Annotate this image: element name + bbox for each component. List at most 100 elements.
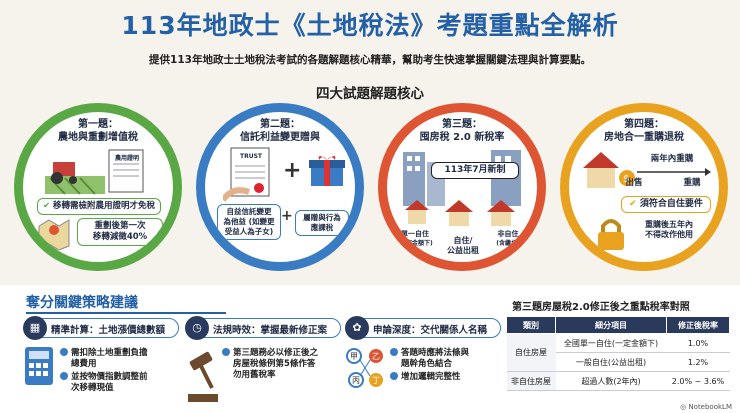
houses-buildings-icon xyxy=(403,150,521,226)
topic-circle-3: 第三題： 囤房稅 2.0 新稅率 113年7月新制 單一自住 (一定金額下) 自… xyxy=(378,103,546,271)
padlock-icon xyxy=(598,219,624,250)
strategy-card-3-bullet-1: 答題時應將法條與 題幹角色結合 xyxy=(390,348,469,370)
label-non-self-use-line2: (含繼承) xyxy=(496,240,520,247)
strategy-card-1-bullet-1: 需扣除土地重劃負擔 總費用 xyxy=(60,348,148,370)
calculator-illustration-icon xyxy=(25,347,53,385)
svg-text:$: $ xyxy=(623,174,629,185)
strategy-card-2-bullet-1-text-b: 房屋稅條例第5條作答 xyxy=(233,359,316,369)
strategy-card-3-header: ✿ 申論深度：交代關係人名稱 xyxy=(345,316,501,340)
topic-circle-1: 第一題： 農地與重劃增值稅 農用證明 ✔ 移轉需檢附農用證明才免稅 重劃後第一次… xyxy=(14,103,182,271)
topic-1-note-reduction: 重劃後第一次 移轉減徵40% xyxy=(77,218,163,246)
notebooklm-logo: ◎ NotebookLM xyxy=(680,403,732,411)
rate-table-cell-category: 非自住房屋 xyxy=(506,371,556,391)
rate-table-cell-item: 超過人數(2年內) xyxy=(555,371,667,391)
rate-table-header-category: 類別 xyxy=(506,316,556,334)
check-icon: ✔ xyxy=(629,199,637,209)
topic-2-title-line1: 第二題： xyxy=(260,119,300,130)
plus-icon-small: + xyxy=(281,208,293,224)
svg-text:甲: 甲 xyxy=(350,352,358,361)
topic-2-note-gift-line1: 屬贈與行為 xyxy=(303,213,341,222)
strategy-card-1-bullet-1-text-b: 總費用 xyxy=(71,359,97,369)
topic-1-title-line1: 第一題： xyxy=(78,119,118,130)
farm-tractor-icon xyxy=(45,149,144,195)
bullet-dot xyxy=(60,348,68,356)
strategy-card-3-bullet-2-text: 增加邏輯完整性 xyxy=(401,372,461,382)
topic-2-note-gift: 屬贈與行為 應課稅 xyxy=(295,210,349,236)
bullet-dot xyxy=(390,372,398,380)
topic-4-title-line2: 房地合一重購退稅 xyxy=(604,132,684,143)
house-key-icon: $ xyxy=(583,152,635,188)
table-row: 非自住房屋 超過人數(2年內) 2.0% ~ 3.6% xyxy=(506,371,730,391)
strategy-card-3-bullet-2: 增加邏輯完整性 xyxy=(390,372,461,383)
strategy-card-1-heading: 精準計算：土地漲價總數額 xyxy=(51,325,166,336)
topic-1-note-exempt-text: 移轉需檢附農用證明才免稅 xyxy=(53,201,156,211)
label-single-self-use-line2: (一定金額下) xyxy=(397,240,433,247)
strategy-card-3-heading: 申論深度：交代關係人名稱 xyxy=(373,325,488,336)
five-year-restriction-line1: 重購後五年內 xyxy=(645,220,693,229)
self-use-requirement-text: 須符合自住要件 xyxy=(639,199,703,209)
rate-table-cell-rate: 1.0% xyxy=(666,333,730,353)
five-year-restriction-line2: 不得改作他用 xyxy=(645,230,693,239)
notebooklm-logo-text: NotebookLM xyxy=(688,403,732,411)
topic-circle-4: 第四題： 房地合一重購退稅 $ 兩年內重購 出售 重購 ✔ 須符合自住要件 重購… xyxy=(560,103,728,271)
rate-table-cell-rate: 2.0% ~ 3.6% xyxy=(666,371,730,391)
gavel-icon xyxy=(188,351,218,402)
topic-4-title: 第四題： 房地合一重購退稅 xyxy=(569,118,719,144)
topic-2-note-change-line1: 自益信託變更 xyxy=(226,207,272,216)
strategy-underline xyxy=(26,312,226,314)
trust-document-icon xyxy=(223,147,270,202)
page-title: 113年地政士《土地稅法》考題重點全解析 xyxy=(121,11,619,40)
bullet-dot xyxy=(60,372,68,380)
rate-table-cell-rate: 1.2% xyxy=(666,352,730,372)
rate-table-header-row: 類別 細分項目 修正後稅率 xyxy=(506,316,730,334)
topic-2-title: 第二題： 信託利益變更贈與 xyxy=(205,118,355,144)
label-self-use-rental-line1: 自住/ xyxy=(453,236,473,245)
page-subtitle: 提供113年地政士土地稅法考試的各題解題核心精華，幫助考生快速掌握關鍵法理與計算… xyxy=(149,54,591,66)
topic-1-note-reduction-line1: 重劃後第一次 xyxy=(94,221,146,231)
strategy-card-1-bullet-1-text: 需扣除土地重劃負擔 xyxy=(71,348,148,358)
strategy-card-2-header: ◷ 法規時效：掌握最新修正案 xyxy=(185,316,341,340)
topic-3-title: 第三題： 囤房稅 2.0 新稅率 xyxy=(387,118,537,144)
sell-label: 出售 xyxy=(625,178,643,188)
strategy-card-2-heading: 法規時效：掌握最新修正案 xyxy=(213,325,328,336)
strategy-card-3-bullet-1-text-b: 題幹角色結合 xyxy=(401,359,453,369)
strategy-card-2-bullet-1: 第三題務必以修正後之 房屋稅條例第5條作答 xyxy=(222,348,318,370)
new-system-date-badge: 113年7月新制 xyxy=(431,162,519,179)
strategy-card-1-header: ▦ 精準計算：土地漲價總數額 xyxy=(23,316,179,340)
strategy-card-2-bullet-1-text: 第三題務必以修正後之 xyxy=(233,348,319,358)
strategy-card-1-bullet-2: 並按物價指數調整前 次移轉現值 xyxy=(60,372,148,394)
label-single-self-use-line1: 單一自住 xyxy=(401,230,429,238)
bullet-dot xyxy=(222,348,230,356)
rate-table-cell-item: 一般自住(公益出租) xyxy=(555,352,667,372)
topic-circle-2: 第二題： 信託利益變更贈與 TRUST + 自益信託變更 為他益 (如變更 受益… xyxy=(196,103,364,271)
section-title: 四大試題解題核心 xyxy=(316,86,424,102)
topic-2-note-gift-line2: 應課稅 xyxy=(310,223,334,232)
topic-1-note-exempt: ✔ 移轉需檢附農用證明才免稅 xyxy=(37,198,161,215)
farm-certificate-label: 農用證明 xyxy=(114,155,139,162)
strategy-card-1-bullet-2-text-b: 次移轉現值 xyxy=(71,383,114,393)
topic-1-title: 第一題： 農地與重劃增值稅 xyxy=(23,118,173,144)
topic-2-note-change-line3: 受益人為子女) xyxy=(224,227,274,236)
within-two-years-label: 兩年內重購 xyxy=(650,154,694,164)
topic-3-title-line1: 第三題： xyxy=(442,119,482,130)
notebooklm-logo-icon: ◎ xyxy=(680,403,687,411)
svg-text:乙: 乙 xyxy=(372,352,380,361)
topic-2-title-line2: 信託利益變更贈與 xyxy=(240,132,320,143)
clock-icon: ◷ xyxy=(185,316,209,340)
plus-icon: + xyxy=(283,158,302,183)
trust-label: TRUST xyxy=(240,153,262,160)
rate-table-header-item: 細分項目 xyxy=(555,316,667,334)
topic-1-title-line2: 農地與重劃增值稅 xyxy=(58,132,138,143)
self-use-requirement-pill: ✔ 須符合自住要件 xyxy=(621,196,711,213)
label-non-self-use-line1: 非自住 xyxy=(497,230,519,238)
label-single-self-use: 單一自住 (一定金額下) xyxy=(391,230,439,248)
bullet-dot xyxy=(390,348,398,356)
rate-table-header-rate: 修正後稅率 xyxy=(666,316,730,334)
table-row: 一般自住(公益出租) 1.2% xyxy=(507,352,730,372)
five-year-restriction-note: 重購後五年內 不得改作他用 xyxy=(629,220,709,240)
rate-table-cell-category: 自住房屋 xyxy=(506,333,556,372)
strategy-card-2-bullet-2: 勿用舊稅率 xyxy=(233,370,276,380)
relationship-diagram-icon: 甲 乙 丙 丁 xyxy=(346,348,383,388)
strategy-card-3-bullet-1-text: 答題時應將法條與 xyxy=(401,348,470,358)
svg-text:丙: 丙 xyxy=(352,376,360,385)
